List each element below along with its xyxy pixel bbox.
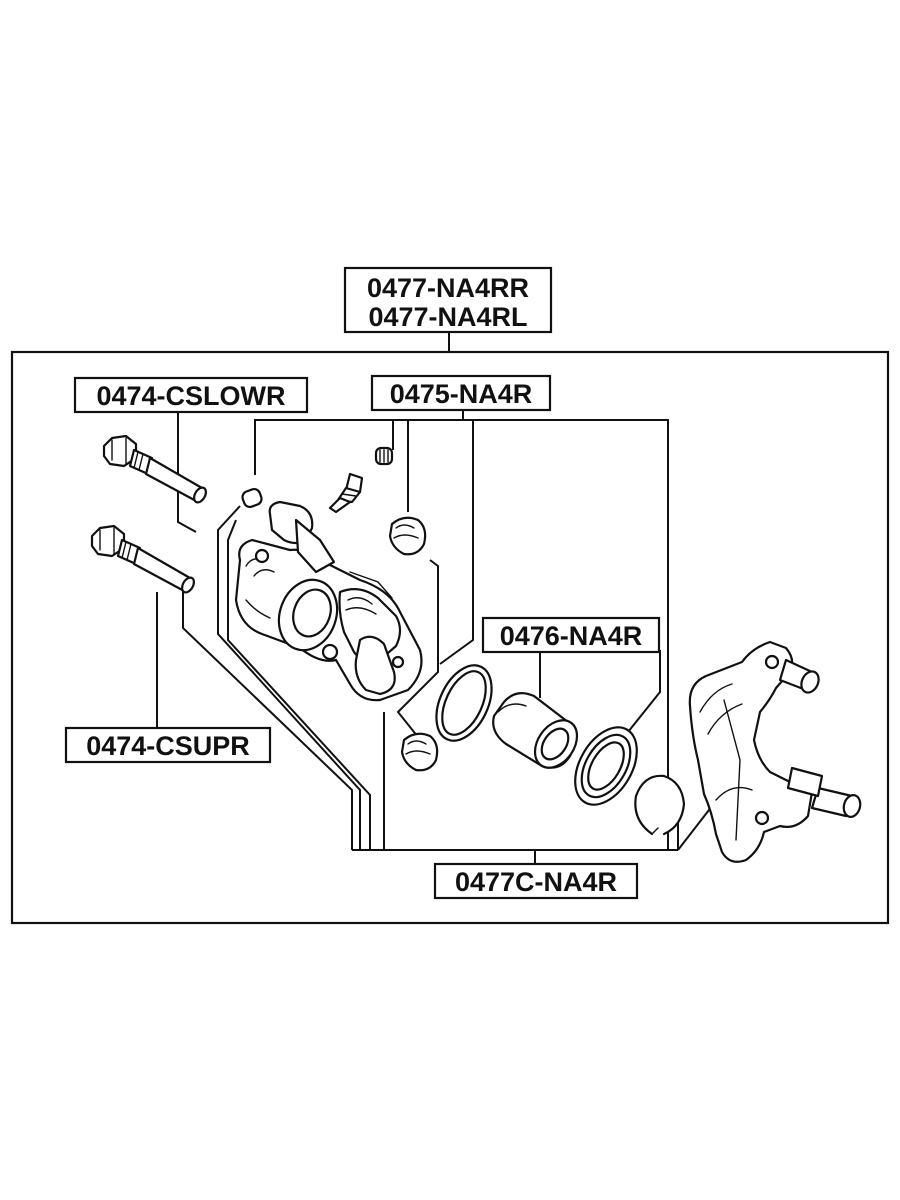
label-guide-pin-lower: 0474-CSLOWR [73, 376, 309, 414]
seal-ring-icon [435, 664, 493, 742]
caliper-bracket-icon [688, 640, 862, 863]
label-boot-kit: 0475-NA4R [370, 374, 552, 412]
label-assembly-right: 0477-NA4RR [367, 273, 529, 303]
dust-boot-icon [388, 516, 427, 556]
label-assembly-left: 0477-NA4RL [368, 302, 527, 332]
label-repair-kit-text: 0477C-NA4R [455, 867, 617, 897]
bleeder-cap-icon [374, 446, 394, 466]
leader-lines [156, 330, 727, 866]
label-guide-pin-lower-text: 0474-CSLOWR [96, 381, 285, 411]
bolt-icon [90, 524, 195, 594]
label-guide-pin-upper-text: 0474-CSUPR [86, 731, 250, 761]
dust-boot-icon [574, 726, 638, 806]
label-assembly: 0477-NA4RR 0477-NA4RL [343, 266, 553, 334]
label-repair-kit: 0477C-NA4R [433, 862, 639, 900]
label-piston-text: 0476-NA4R [500, 621, 643, 651]
bolt-icon [102, 434, 207, 504]
bleeder-screw-icon [328, 472, 364, 514]
label-boot-kit-text: 0475-NA4R [390, 379, 533, 409]
piston-icon [492, 691, 579, 769]
label-piston: 0476-NA4R [481, 616, 661, 654]
label-guide-pin-upper: 0474-CSUPR [64, 726, 272, 764]
snap-ring-icon [634, 774, 686, 836]
dust-boot-icon [400, 732, 439, 772]
caliper-icon [234, 500, 423, 702]
bushing-icon [241, 487, 263, 509]
